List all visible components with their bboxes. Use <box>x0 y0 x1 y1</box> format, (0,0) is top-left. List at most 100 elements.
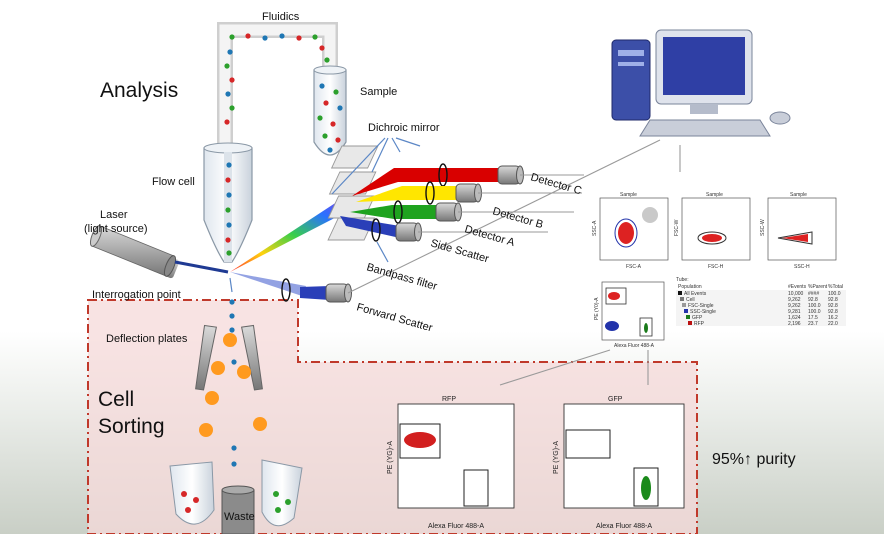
plot3-x-axis: SSC-H <box>794 264 810 270</box>
scatter-plot-4 <box>601 281 665 341</box>
population-parent: 17.5 <box>808 315 818 321</box>
population-parent: 23.7 <box>808 321 818 327</box>
plot1-y-axis: SSC-A <box>592 220 598 236</box>
detector-a-beam <box>350 200 462 224</box>
collection-tube-left <box>169 461 215 525</box>
computer-icon <box>611 29 791 137</box>
population-events: 9,281 <box>788 309 801 315</box>
connector-lines <box>347 139 681 386</box>
population-table-headers: Population #Events %Parent %Total <box>678 284 843 290</box>
population-events: 10,000 <box>788 291 804 297</box>
population-total: 92.8 <box>828 297 838 303</box>
table-row: FSC-Single 9,262 100.0 92.8 <box>682 303 838 309</box>
plot1-title: Sample <box>620 192 637 198</box>
scatter-plot-3 <box>767 197 837 261</box>
table-header-population: Population <box>678 284 702 290</box>
population-color-swatch <box>682 303 686 307</box>
plot2-y-axis: FSC-W <box>674 219 680 236</box>
side-scatter-label: Side Scatter <box>429 237 490 265</box>
table-row: Cell 9,262 92.8 92.8 <box>680 297 838 303</box>
cell-sorting-heading-line2: Sorting <box>98 415 165 438</box>
collection-tube-right <box>261 459 303 527</box>
sorted-cells <box>199 299 267 467</box>
scatter-plot-2 <box>681 197 751 261</box>
detector-a-label: Detector A <box>463 223 516 249</box>
population-parent: #### <box>808 291 819 297</box>
rfp-plot <box>397 403 515 509</box>
analysis-heading: Analysis <box>100 79 178 102</box>
population-color-swatch <box>686 315 690 319</box>
detector-b-beam <box>356 181 482 205</box>
leader-lines <box>229 137 421 293</box>
population-parent: 100.0 <box>808 303 821 309</box>
sample-label: Sample <box>360 86 397 98</box>
population-parent: 100.0 <box>808 309 821 315</box>
gfp-plot-title: GFP <box>608 396 623 403</box>
table-row: GFP 1,624 17.5 16.2 <box>686 315 838 321</box>
table-row: RFP 2,196 23.7 22.0 <box>688 321 838 327</box>
population-total: 92.8 <box>828 303 838 309</box>
population-parent: 92.8 <box>808 297 818 303</box>
gfp-plot-x-axis: Alexa Fluor 488-A <box>596 523 652 530</box>
fluidics-tubing <box>217 22 338 145</box>
population-name: FSC-Single <box>688 303 714 309</box>
flow-cell-label: Flow cell <box>152 176 195 188</box>
population-color-swatch <box>684 309 688 313</box>
population-name: Cell <box>686 297 695 303</box>
population-total: 100.0 <box>828 291 841 297</box>
population-name: GFP <box>692 315 703 321</box>
sample-tube <box>313 65 347 156</box>
gfp-plot <box>563 403 685 509</box>
fluidics-particles <box>224 33 330 125</box>
population-total: 16.2 <box>828 315 838 321</box>
scatter-plot-1 <box>599 197 669 261</box>
plot1-x-axis: FSC-A <box>626 264 642 270</box>
rfp-plot-title: RFP <box>442 396 456 403</box>
cell-sorting-heading-line1: Cell <box>98 388 134 411</box>
plot4-x-axis: Alexa Fluor 488-A <box>614 343 655 349</box>
laser-label: Laser <box>100 209 128 221</box>
table-header-total: %Total <box>828 284 843 290</box>
population-name: SSC-Single <box>690 309 716 315</box>
interrogation-point-label: Interrogation point <box>92 289 181 301</box>
deflection-plates-label: Deflection plates <box>106 333 188 345</box>
population-color-swatch <box>678 291 682 295</box>
population-name: All Events <box>684 291 707 297</box>
waste-label: Waste <box>224 511 255 523</box>
waste-container <box>221 485 255 534</box>
population-total: 22.0 <box>828 321 838 327</box>
population-events: 2,196 <box>788 321 801 327</box>
population-events: 9,262 <box>788 303 801 309</box>
gfp-plot-y-axis: PE (YG)-A <box>553 441 560 474</box>
purity-label: 95%↑ purity <box>712 451 796 468</box>
laser-source <box>89 225 229 279</box>
population-color-swatch <box>688 321 692 325</box>
light-beams <box>230 196 354 296</box>
table-row: All Events 10,000 #### 100.0 <box>678 291 841 297</box>
population-name: RFP <box>694 321 705 327</box>
population-table <box>676 290 846 326</box>
population-color-swatch <box>680 297 684 301</box>
tube-label: Tube: <box>676 277 689 283</box>
plot4-y-axis: PE (Y0)-A <box>594 297 600 320</box>
plot3-y-axis: SSC-W <box>760 219 766 236</box>
rfp-plot-x-axis: Alexa Fluor 488-A <box>428 523 484 530</box>
detector-c-beam <box>352 163 524 196</box>
flow-cell <box>203 142 253 263</box>
table-header-events: #Events <box>788 284 807 290</box>
population-events: 9,262 <box>788 297 801 303</box>
dichroic-mirror-label: Dichroic mirror <box>368 122 440 134</box>
rfp-plot-y-axis: PE (YG)-A <box>387 441 394 474</box>
population-events: 1,624 <box>788 315 801 321</box>
fluidics-label: Fluidics <box>262 11 300 23</box>
plot2-x-axis: FSC-H <box>708 264 724 270</box>
side-scatter-beam <box>340 216 422 242</box>
plot3-title: Sample <box>790 192 807 198</box>
laser-sublabel: (light source) <box>84 223 148 235</box>
forward-scatter-beam <box>281 278 352 303</box>
plot2-title: Sample <box>706 192 723 198</box>
cell-sorting-region <box>87 299 698 534</box>
